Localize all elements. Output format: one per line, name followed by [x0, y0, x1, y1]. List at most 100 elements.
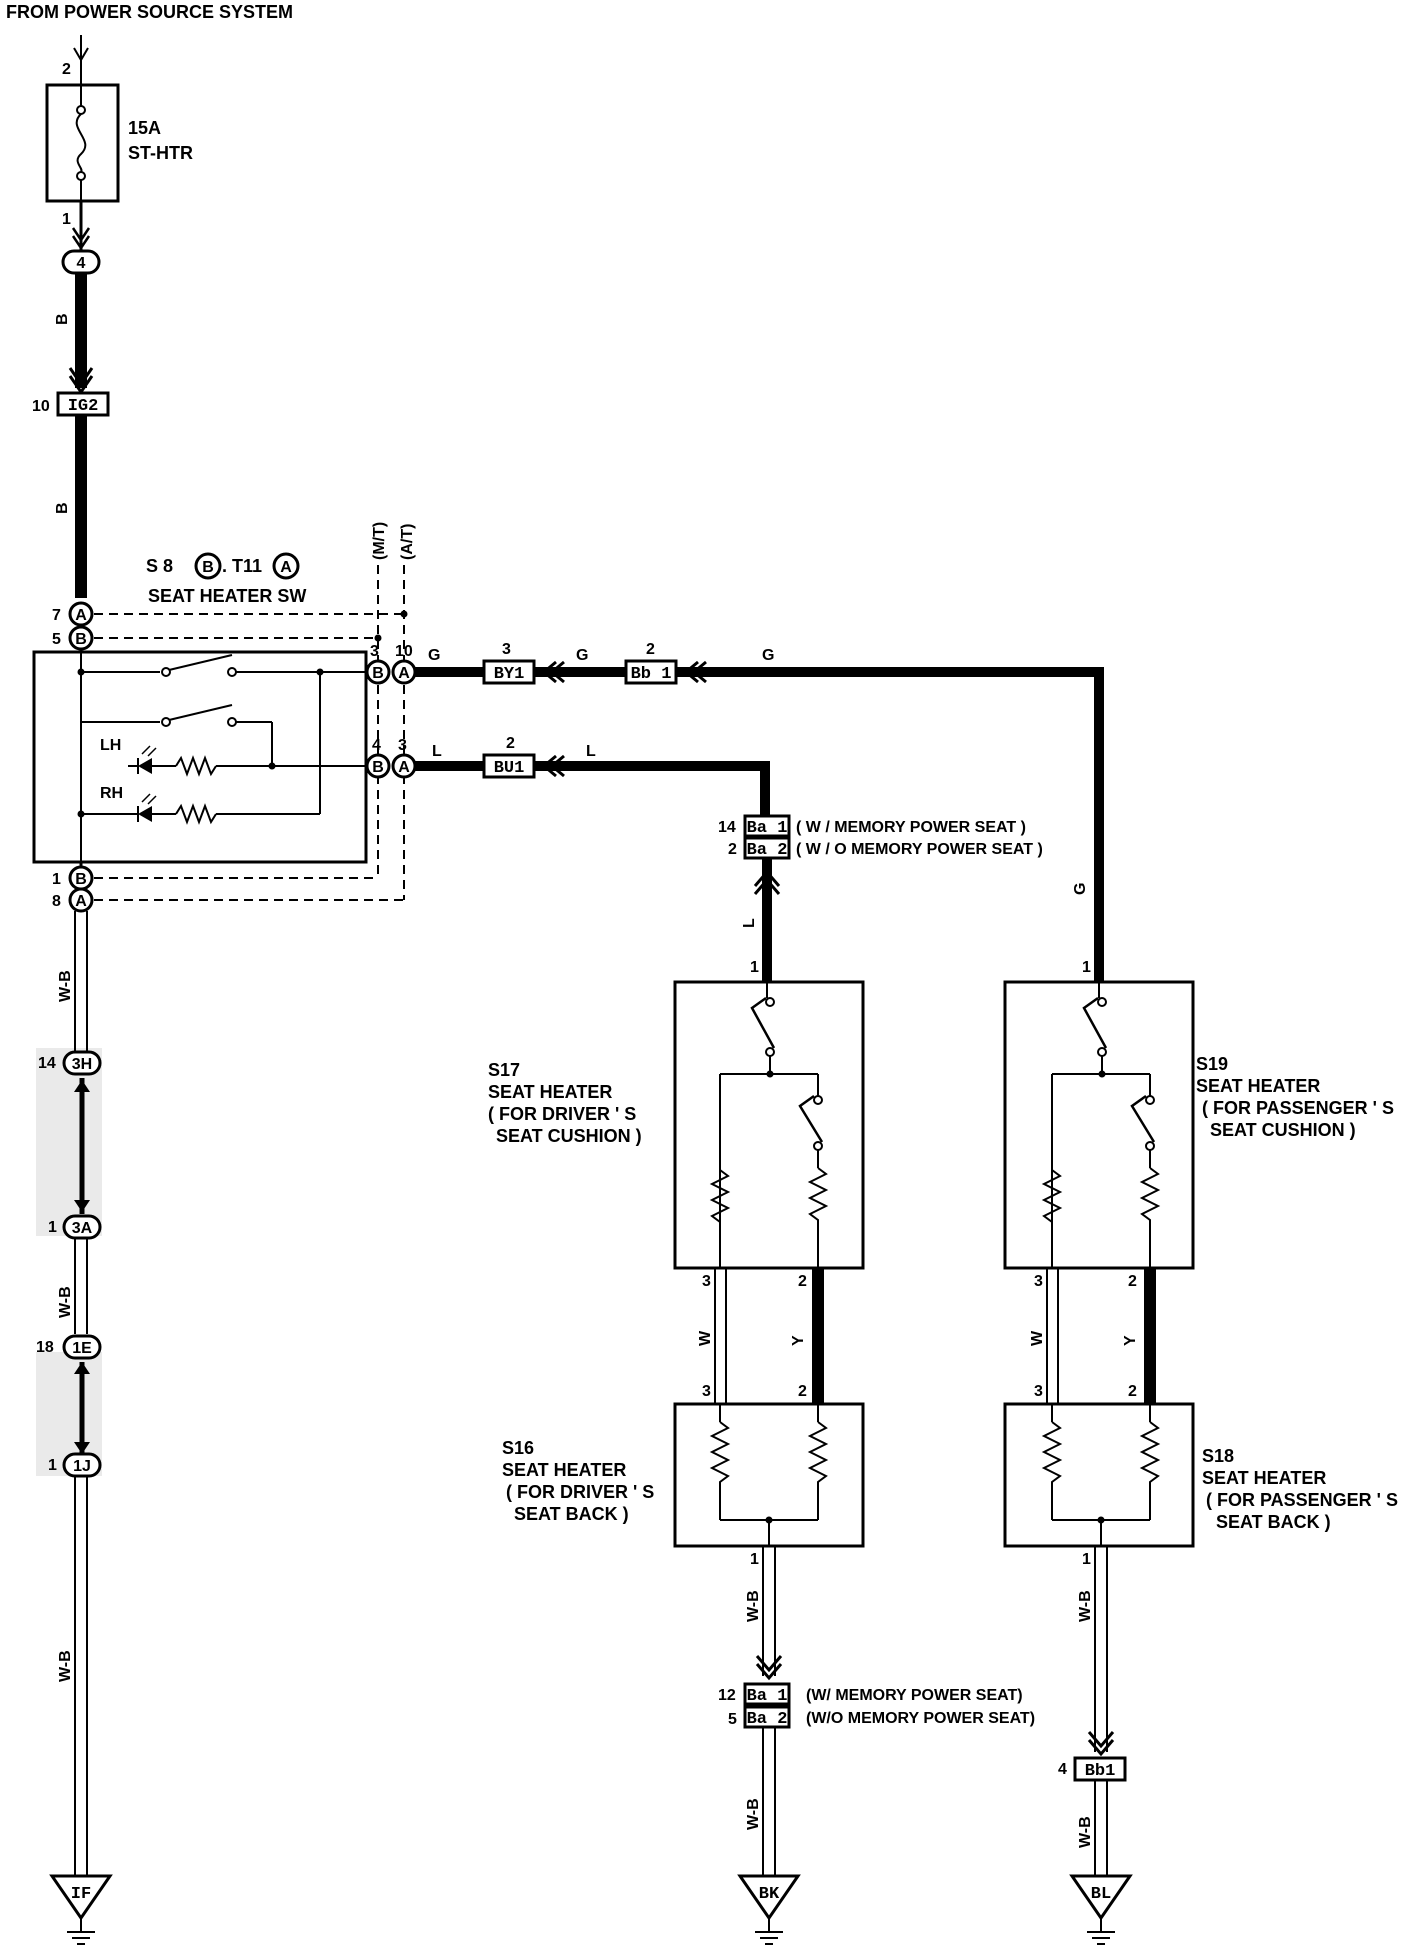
interconnect-wires: 3 2 W Y 3 2 3 2 W Y 3 2: [697, 1268, 1156, 1404]
wire-g-run: G G G G 3 BY1 2 Bb 1: [415, 641, 1104, 982]
s17-heater-left-icon: [709, 1169, 731, 1223]
s16-line1: SEAT HEATER: [502, 1460, 626, 1480]
wire-y-label-2: Y: [1122, 1335, 1139, 1346]
fuse-box: [45, 83, 120, 203]
wire-wb-label-5: W-B: [745, 1798, 762, 1830]
ground-bl-icon: [1069, 1874, 1133, 1921]
ground-bk-icon: [737, 1874, 801, 1921]
ba2-bot-note: (W/O MEMORY POWER SEAT): [806, 1710, 1035, 1727]
connector-1j-label: 1J: [73, 1458, 91, 1475]
pin-r3b: 3: [398, 737, 407, 754]
driver-ground-run: 1 W-B 12 Ba 1 (W/ MEMORY POWER SEAT) 5 B…: [718, 1546, 1035, 1945]
wire-g-label-3: G: [762, 647, 774, 664]
connector-1e: [62, 1334, 102, 1360]
connector-ba1-top-label: Ba 1: [747, 819, 788, 838]
wire-wb-label-4: W-B: [745, 1590, 762, 1622]
passenger-ground-run: 1 W-B 4 Bb1 W-B BL: [1058, 1546, 1133, 1945]
arrow-down-icon: [74, 1442, 90, 1454]
pin-5: 5: [52, 631, 61, 648]
s17-seat-heater: 1 S17 SEAT HEATER ( FOR DRIVER ' S SEAT …: [488, 959, 865, 1270]
switch-ref-t-conn: A: [280, 559, 292, 576]
pin-r4-conn: B: [372, 759, 384, 776]
wire-b-label-2: B: [54, 502, 71, 514]
chevron-left-icon: [541, 660, 565, 684]
c3h-pin: 14: [38, 1055, 56, 1072]
s17-pin-r: 2: [798, 1273, 807, 1290]
s16-pin-bot: 1: [750, 1551, 759, 1568]
connector-ba2-bot: [743, 1705, 791, 1729]
ba1-top-pin: 14: [718, 819, 736, 836]
arrow-up-icon: [74, 1362, 90, 1374]
wire-wb-label-6: W-B: [1077, 1590, 1094, 1622]
wire-wb-label-2: W-B: [57, 1286, 74, 1318]
ba1-bot-note: (W/ MEMORY POWER SEAT): [806, 1687, 1023, 1704]
fuse-rating: 15A: [128, 118, 161, 138]
s16-pin-r: 2: [798, 1383, 807, 1400]
wire-l-label-2: L: [586, 743, 596, 760]
s19-pin-l: 3: [1034, 1273, 1043, 1290]
seat-heater-switch: S 8 B . T11 A SEAT HEATER SW (M/T) (A/T)…: [32, 522, 417, 913]
pin-r10: 10: [395, 643, 413, 660]
connector-3h-label: 3H: [72, 1056, 92, 1073]
wire-b-label-1: B: [54, 313, 71, 325]
connector-bb1-top-label: Bb 1: [631, 665, 672, 684]
wire-l-label-1: L: [432, 743, 442, 760]
connector-3a: [62, 1214, 102, 1240]
connector-4-label: 4: [77, 255, 86, 272]
pin-r4: 4: [372, 737, 381, 754]
wire-wb-label-7: W-B: [1077, 1816, 1094, 1848]
arrow-down-icon: [74, 1200, 90, 1212]
connector-ba1-top: [743, 814, 791, 838]
arrow-down-icon: [73, 47, 89, 62]
s16-box: [673, 1402, 865, 1548]
chevron-left-icon: [683, 660, 707, 684]
wire-wb-label-3: W-B: [57, 1650, 74, 1682]
s16-seat-heater: S16 SEAT HEATER ( FOR DRIVER ' S SEAT BA…: [502, 1402, 865, 1548]
at-label: (A/T): [399, 524, 416, 560]
s19-thermostat-icon: [1082, 996, 1108, 1049]
connector-1e-label: 1E: [72, 1340, 92, 1357]
wire-g-label-4: G: [1072, 883, 1089, 895]
wire-y-label-1: Y: [790, 1335, 807, 1346]
s18-line3: SEAT BACK ): [1216, 1512, 1331, 1532]
connector-3a-label: 3A: [72, 1220, 93, 1237]
s18-heater-right-icon: [1139, 1421, 1161, 1520]
wire-g-label-2: G: [576, 647, 588, 664]
connector-ba1-bot: [743, 1682, 791, 1706]
ba2-top-pin: 2: [728, 841, 737, 858]
fuse-name: ST-HTR: [128, 143, 193, 163]
ba2-bot-pin: 5: [728, 1711, 737, 1728]
s19-pin-top: 1: [1082, 959, 1091, 976]
c1j-pin: 1: [48, 1457, 57, 1474]
s18-box: [1003, 1402, 1195, 1548]
bu1-pin: 2: [506, 735, 515, 752]
pin-r3b-conn: A: [398, 759, 410, 776]
s18-pin-l: 3: [1034, 1383, 1043, 1400]
fuse-pin-in: 2: [62, 61, 71, 78]
ba1-bot-pin: 12: [718, 1687, 736, 1704]
s17-line1: SEAT HEATER: [488, 1082, 612, 1102]
pin-1: 1: [52, 871, 61, 888]
s17-pin-top: 1: [750, 959, 759, 976]
s19-box: [1003, 980, 1195, 1270]
connector-ba2-bot-label: Ba 2: [747, 1710, 788, 1729]
switch-ref-s: S 8: [146, 556, 173, 576]
ground-if-icon: [49, 1874, 113, 1921]
led-lh-icon: [138, 758, 152, 774]
by1-pin: 3: [502, 641, 511, 658]
connector-bb1-bot-label: Bb1: [1085, 1762, 1116, 1781]
chevron-left-icon: [541, 754, 565, 778]
bb1-bot-pin: 4: [1058, 1761, 1067, 1778]
pin-r3: 3: [370, 643, 379, 660]
resistor-rh-icon: [175, 803, 217, 825]
connector-1j: [62, 1452, 102, 1478]
s17-pin-l: 3: [702, 1273, 711, 1290]
pin-7-conn: A: [75, 607, 87, 624]
s18-seat-heater: S18 SEAT HEATER ( FOR PASSENGER ' S SEAT…: [1003, 1402, 1398, 1548]
s19-seat-heater: 1 S19 SEAT HEATER ( FOR PASSENGER ' S SE…: [1003, 959, 1394, 1270]
ground-bk-label: BK: [759, 1885, 780, 1904]
arrow-up-icon: [74, 1080, 90, 1092]
switch-ref-s-conn: B: [202, 559, 214, 576]
s17-heater-right-icon: [807, 1167, 829, 1268]
